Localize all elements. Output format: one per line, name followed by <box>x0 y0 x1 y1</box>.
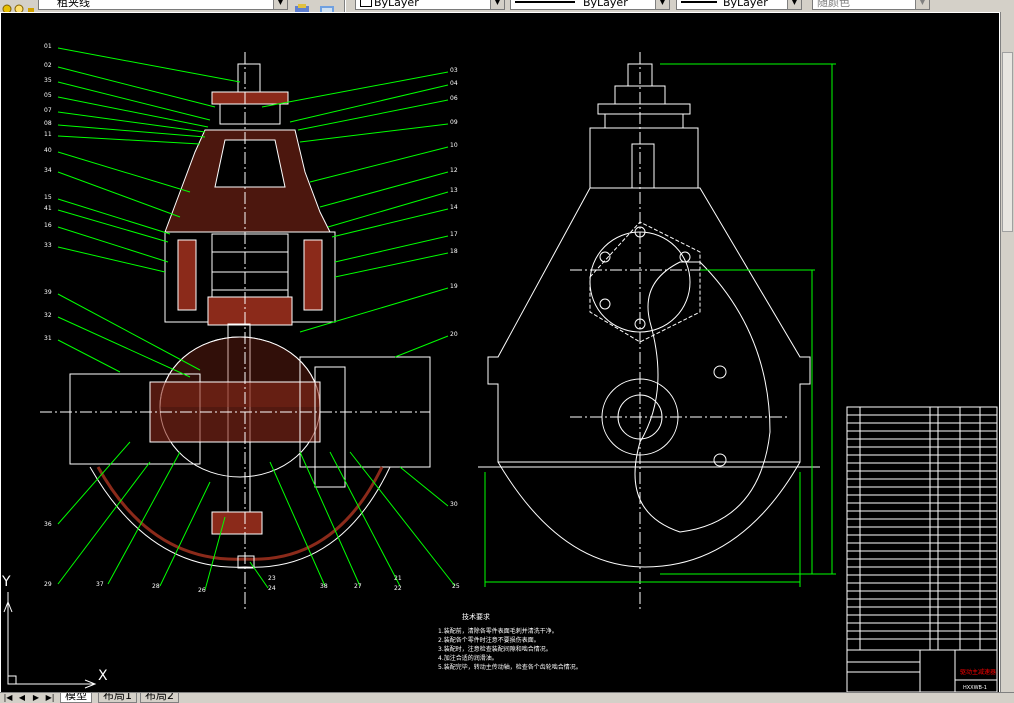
balloon-label: 38 <box>320 583 328 590</box>
balloon-label: 19 <box>450 283 458 290</box>
balloon-label: 10 <box>450 142 458 149</box>
color-combo-value: ByLayer <box>374 0 419 9</box>
balloon-label: 30 <box>450 501 458 508</box>
leader-lines <box>57 47 456 591</box>
balloon-label: 12 <box>450 167 458 174</box>
balloon-label: 29 <box>44 581 52 588</box>
balloon-label: 21 <box>394 575 402 582</box>
balloon-label: 02 <box>44 62 52 69</box>
technical-notes: 技术要求 1.装配前，清除各零件表面毛刺并清洗干净。 2.装配各个零件时注意不要… <box>438 612 582 671</box>
chevron-down-icon[interactable]: ▼ <box>273 0 287 9</box>
balloon-label: 03 <box>450 67 458 74</box>
left-section-view <box>40 52 431 612</box>
balloon-label: 07 <box>44 107 52 114</box>
layer-combo[interactable]: 租夹线 ▼ <box>38 0 288 10</box>
balloon-label: 26 <box>198 587 206 594</box>
chevron-down-icon[interactable]: ▼ <box>655 0 669 9</box>
chevron-down-icon[interactable]: ▼ <box>787 0 801 9</box>
linetype-combo[interactable]: ByLayer ▼ <box>510 0 670 10</box>
note-line: 1.装配前，清除各零件表面毛刺并清洗干净。 <box>438 627 558 635</box>
make-current-layer-icon[interactable] <box>293 0 313 12</box>
balloon-label: 25 <box>452 583 460 590</box>
last-tab-icon[interactable]: ▶| <box>45 693 55 702</box>
balloon-label: 24 <box>268 585 276 592</box>
chevron-down-icon[interactable]: ▼ <box>915 0 929 9</box>
tab-model[interactable]: 模型 <box>60 693 92 703</box>
balloon-label: 20 <box>450 331 458 338</box>
balloon-label: 11 <box>44 131 52 138</box>
linetype-combo-value: ByLayer <box>583 0 628 9</box>
next-tab-icon[interactable]: ▶ <box>32 693 40 702</box>
properties-toolbar: 租夹线 ▼ ByLayer ▼ ByLayer ▼ ByLayer ▼ 随颜色 … <box>0 0 1014 13</box>
prev-tab-icon[interactable]: ◀ <box>18 693 26 702</box>
note-line: 3.装配时，注意检查装配间隙和啮合情况。 <box>438 645 552 653</box>
balloon-label: 40 <box>44 147 52 154</box>
right-elevation-view <box>478 52 820 612</box>
scrollbar-thumb[interactable] <box>1002 52 1013 232</box>
layer-previous-icon[interactable] <box>318 0 338 12</box>
cad-drawing: 01 02 35 05 07 08 11 40 34 15 41 16 33 3… <box>0 12 1000 693</box>
dimension-lines <box>484 63 836 587</box>
balloon-label: 27 <box>354 583 362 590</box>
balloon-label: 23 <box>268 575 276 582</box>
ucs-x-label: X <box>98 668 108 684</box>
drawing-number: HXXWB-1 <box>963 685 987 691</box>
balloon-label: 04 <box>450 80 458 87</box>
color-combo[interactable]: ByLayer ▼ <box>355 0 505 10</box>
balloon-label: 06 <box>450 95 458 102</box>
balloon-label: 13 <box>450 187 458 194</box>
toolbar-separator <box>344 0 346 12</box>
tab-layout2[interactable]: 布局2 <box>140 693 179 703</box>
lock-icon[interactable] <box>26 0 36 12</box>
balloon-label: 15 <box>44 194 52 201</box>
balloon-label: 17 <box>450 231 458 238</box>
balloon-label: 31 <box>44 335 52 342</box>
ucs-y-label: Y <box>1 574 11 590</box>
first-tab-icon[interactable]: |◀ <box>3 693 13 702</box>
balloon-label: 16 <box>44 222 52 229</box>
layer-state-icon[interactable] <box>2 0 12 12</box>
chevron-down-icon[interactable]: ▼ <box>490 0 504 9</box>
balloon-label: 37 <box>96 581 104 588</box>
balloon-label: 14 <box>450 204 458 211</box>
balloon-label: 39 <box>44 289 52 296</box>
bolt-holes <box>599 226 727 467</box>
balloon-label: 01 <box>44 43 52 50</box>
lineweight-combo-value: ByLayer <box>723 0 768 9</box>
ucs-icon <box>3 592 97 689</box>
balloon-label: 09 <box>450 119 458 126</box>
drawing-canvas[interactable]: 01 02 35 05 07 08 11 40 34 15 41 16 33 3… <box>0 12 1000 693</box>
note-line: 2.装配各个零件时注意不要损伤表面。 <box>438 636 540 644</box>
notes-title: 技术要求 <box>462 612 490 621</box>
vertical-scrollbar[interactable] <box>1000 12 1014 693</box>
balloon-label: 22 <box>394 585 402 592</box>
balloon-label: 36 <box>44 521 52 528</box>
tab-layout1[interactable]: 布局1 <box>98 693 137 703</box>
note-line: 4.加注合适的润滑油。 <box>438 654 498 662</box>
balloon-label: 32 <box>44 312 52 319</box>
balloon-label: 34 <box>44 167 52 174</box>
balloon-label: 41 <box>44 205 52 212</box>
balloon-label: 05 <box>44 92 52 99</box>
balloon-label: 35 <box>44 77 52 84</box>
plotstyle-combo-value: 随颜色 <box>817 0 850 9</box>
drawing-title: 驱动主减速器 <box>960 668 996 676</box>
balloon-label: 18 <box>450 248 458 255</box>
balloon-label: 28 <box>152 583 160 590</box>
lineweight-combo[interactable]: ByLayer ▼ <box>676 0 802 10</box>
layout-tab-bar: |◀ ◀ ▶ ▶| 模型 布局1 布局2 <box>0 692 1014 703</box>
balloon-labels: 01 02 35 05 07 08 11 40 34 15 41 16 33 3… <box>44 43 460 594</box>
layer-name: 租夹线 <box>57 0 90 9</box>
balloon-label: 33 <box>44 242 52 249</box>
note-line: 5.装配完毕，转动主传动轴，检查各个齿轮啮合情况。 <box>438 663 582 671</box>
plotstyle-combo[interactable]: 随颜色 ▼ <box>812 0 930 10</box>
freeze-icon[interactable] <box>14 0 24 12</box>
parts-list-table <box>846 406 998 651</box>
balloon-label: 08 <box>44 120 52 127</box>
